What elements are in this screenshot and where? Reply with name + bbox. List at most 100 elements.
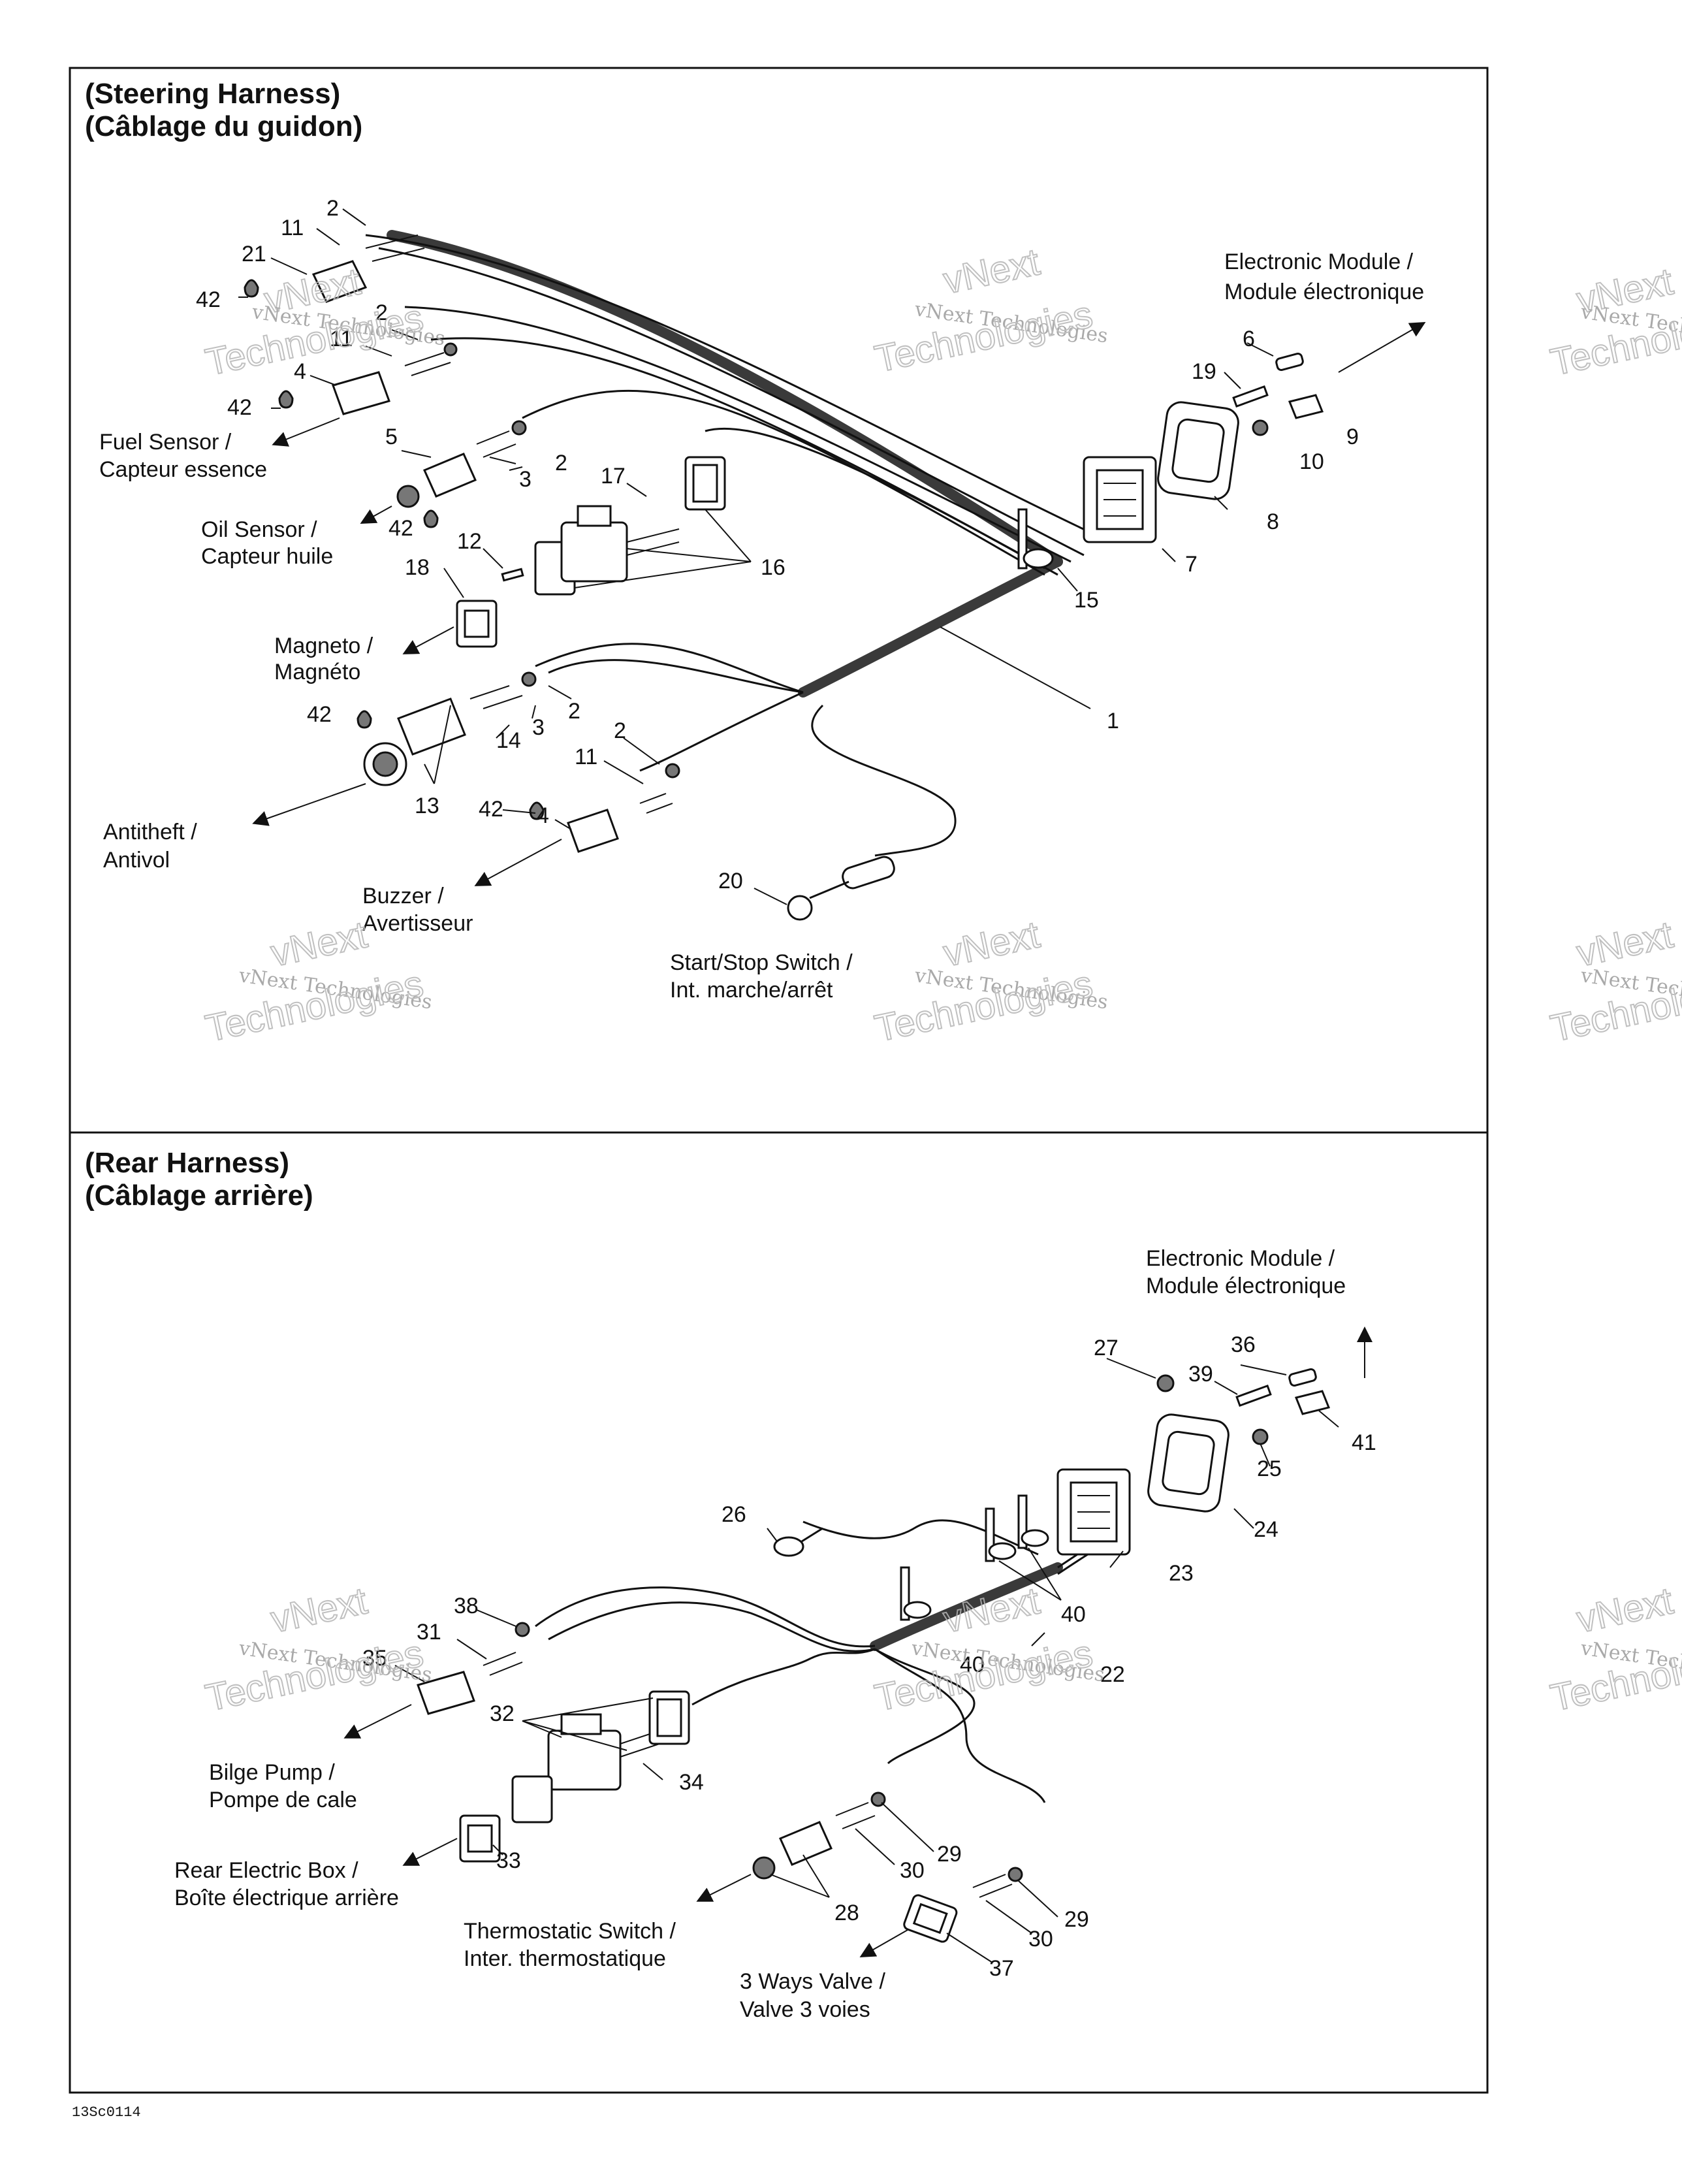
callout-10: 10 bbox=[1299, 449, 1324, 474]
watermark-big: vNext bbox=[1573, 1579, 1677, 1641]
rear-labels: Electronic Module / Module électronique … bbox=[174, 1246, 1346, 2022]
callout-4: 4 bbox=[294, 359, 306, 384]
callout-38: 38 bbox=[454, 1594, 479, 1618]
callout-19: 19 bbox=[1192, 359, 1216, 384]
callout-17: 17 bbox=[601, 464, 626, 489]
rear-connector-35 bbox=[417, 1622, 530, 1715]
rear-connector-23 bbox=[1056, 1468, 1131, 1556]
rear-pin-36 bbox=[1288, 1368, 1317, 1387]
rear-title-en: (Rear Harness) bbox=[85, 1147, 289, 1179]
callout-22: 22 bbox=[1100, 1662, 1125, 1687]
callout-29: 29 bbox=[1064, 1907, 1089, 1932]
reference-code: 13Sc0114 bbox=[72, 2104, 141, 2121]
label-bilge-pump-fr: Pompe de cale bbox=[209, 1788, 357, 1812]
callout-29: 29 bbox=[937, 1842, 962, 1867]
steering-connector-4b bbox=[567, 763, 680, 853]
callout-36: 36 bbox=[1231, 1332, 1256, 1357]
callout-27: 27 bbox=[1094, 1336, 1119, 1360]
callout-6: 6 bbox=[1243, 327, 1255, 351]
callout-39: 39 bbox=[1188, 1362, 1213, 1387]
callout-13: 13 bbox=[415, 794, 439, 818]
steering-title-en: (Steering Harness) bbox=[85, 78, 340, 110]
callout-34: 34 bbox=[679, 1770, 704, 1795]
callout-2: 2 bbox=[326, 196, 339, 221]
callout-30: 30 bbox=[900, 1858, 925, 1883]
steering-callouts: 1 2 2 2 2 2 3 3 4 4 5 6 7 8 9 10 11 11 1… bbox=[196, 196, 1359, 893]
watermark-big2: Technologies bbox=[871, 293, 1096, 381]
label-fuel-sensor-fr: Capteur essence bbox=[99, 457, 267, 482]
label-buzzer: Buzzer / bbox=[362, 884, 444, 908]
label-bilge-pump: Bilge Pump / bbox=[209, 1760, 335, 1785]
label-oil-sensor: Oil Sensor / bbox=[201, 517, 317, 542]
label-start-stop-fr: Int. marche/arrêt bbox=[670, 978, 833, 1003]
watermark-big: vNext bbox=[940, 913, 1043, 974]
callout-2: 2 bbox=[375, 300, 388, 325]
callout-3: 3 bbox=[532, 715, 545, 740]
callout-20: 20 bbox=[718, 869, 743, 893]
callout-2: 2 bbox=[614, 718, 626, 743]
callout-42: 42 bbox=[479, 797, 503, 822]
callout-11: 11 bbox=[281, 216, 304, 240]
callout-24: 24 bbox=[1254, 1517, 1278, 1542]
callout-40: 40 bbox=[960, 1652, 985, 1677]
label-rear-box-fr: Boîte électrique arrière bbox=[174, 1886, 399, 1910]
steering-pin-12 bbox=[501, 568, 524, 582]
steering-clip-15 bbox=[1017, 508, 1054, 570]
label-thermo: Thermostatic Switch / bbox=[464, 1919, 676, 1944]
callout-16: 16 bbox=[761, 555, 785, 580]
rear-housing-33 bbox=[459, 1814, 501, 1863]
callout-2: 2 bbox=[555, 451, 567, 475]
label-electronic-module: Electronic Module / bbox=[1224, 249, 1414, 274]
rear-connector-37 bbox=[903, 1867, 1023, 1943]
steering-grease-42 bbox=[244, 279, 545, 820]
rear-ring-terminal-26 bbox=[773, 1527, 823, 1557]
steering-switch-20 bbox=[787, 856, 895, 921]
label-fuel-sensor: Fuel Sensor / bbox=[99, 430, 232, 455]
label-rear-electronic-module-fr: Module électronique bbox=[1146, 1274, 1346, 1298]
watermark-big: vNext bbox=[940, 240, 1043, 302]
watermark-big2: Technologies bbox=[871, 1632, 1096, 1720]
steering-title-fr: (Câblage du guidon) bbox=[85, 110, 362, 142]
rear-connector-34 bbox=[511, 1690, 690, 1823]
callout-41: 41 bbox=[1352, 1430, 1376, 1455]
label-electronic-module-fr: Module électronique bbox=[1224, 280, 1424, 304]
steering-terminals-top bbox=[365, 234, 458, 376]
rear-terminal-39 bbox=[1235, 1384, 1272, 1407]
callout-40: 40 bbox=[1061, 1602, 1086, 1627]
steering-housing-18 bbox=[456, 600, 498, 648]
callout-14: 14 bbox=[496, 728, 521, 753]
steering-connector-4a bbox=[332, 371, 390, 415]
steering-leaders bbox=[238, 208, 1274, 905]
callout-3: 3 bbox=[519, 467, 532, 492]
steering-main-bundle bbox=[365, 230, 1098, 857]
callout-33: 33 bbox=[496, 1848, 521, 1873]
callout-4: 4 bbox=[537, 803, 549, 828]
callout-11: 11 bbox=[575, 745, 597, 769]
callout-15: 15 bbox=[1074, 588, 1099, 613]
callout-42: 42 bbox=[389, 516, 413, 541]
steering-connector-5 bbox=[396, 420, 527, 508]
callout-1: 1 bbox=[1107, 709, 1119, 733]
rear-seal-24 bbox=[1147, 1413, 1230, 1513]
callout-30: 30 bbox=[1028, 1927, 1053, 1951]
rear-callouts: 22 23 24 25 26 27 28 29 29 30 30 31 32 3… bbox=[362, 1332, 1376, 1981]
rear-clips-40 bbox=[900, 1494, 1049, 1621]
watermark-big: vNext bbox=[267, 1579, 371, 1641]
label-antitheft-fr: Antivol bbox=[103, 848, 170, 873]
rear-connector-28 bbox=[752, 1791, 886, 1880]
steering-pin-6 bbox=[1275, 352, 1304, 372]
callout-42: 42 bbox=[307, 702, 332, 727]
callout-7: 7 bbox=[1185, 552, 1198, 577]
callout-18: 18 bbox=[405, 555, 430, 580]
watermark-big: vNext bbox=[940, 1579, 1043, 1641]
callout-28: 28 bbox=[834, 1901, 859, 1925]
callout-42: 42 bbox=[227, 395, 252, 420]
steering-clip-9 bbox=[1288, 394, 1324, 419]
rear-harness-panel bbox=[69, 1131, 1489, 2094]
callout-31: 31 bbox=[417, 1620, 441, 1645]
callout-2: 2 bbox=[568, 699, 580, 724]
label-rear-box: Rear Electric Box / bbox=[174, 1858, 358, 1883]
callout-8: 8 bbox=[1267, 509, 1279, 534]
steering-nut-10 bbox=[1252, 419, 1269, 436]
steering-labels: Electronic Module / Module électronique … bbox=[99, 249, 1424, 1003]
